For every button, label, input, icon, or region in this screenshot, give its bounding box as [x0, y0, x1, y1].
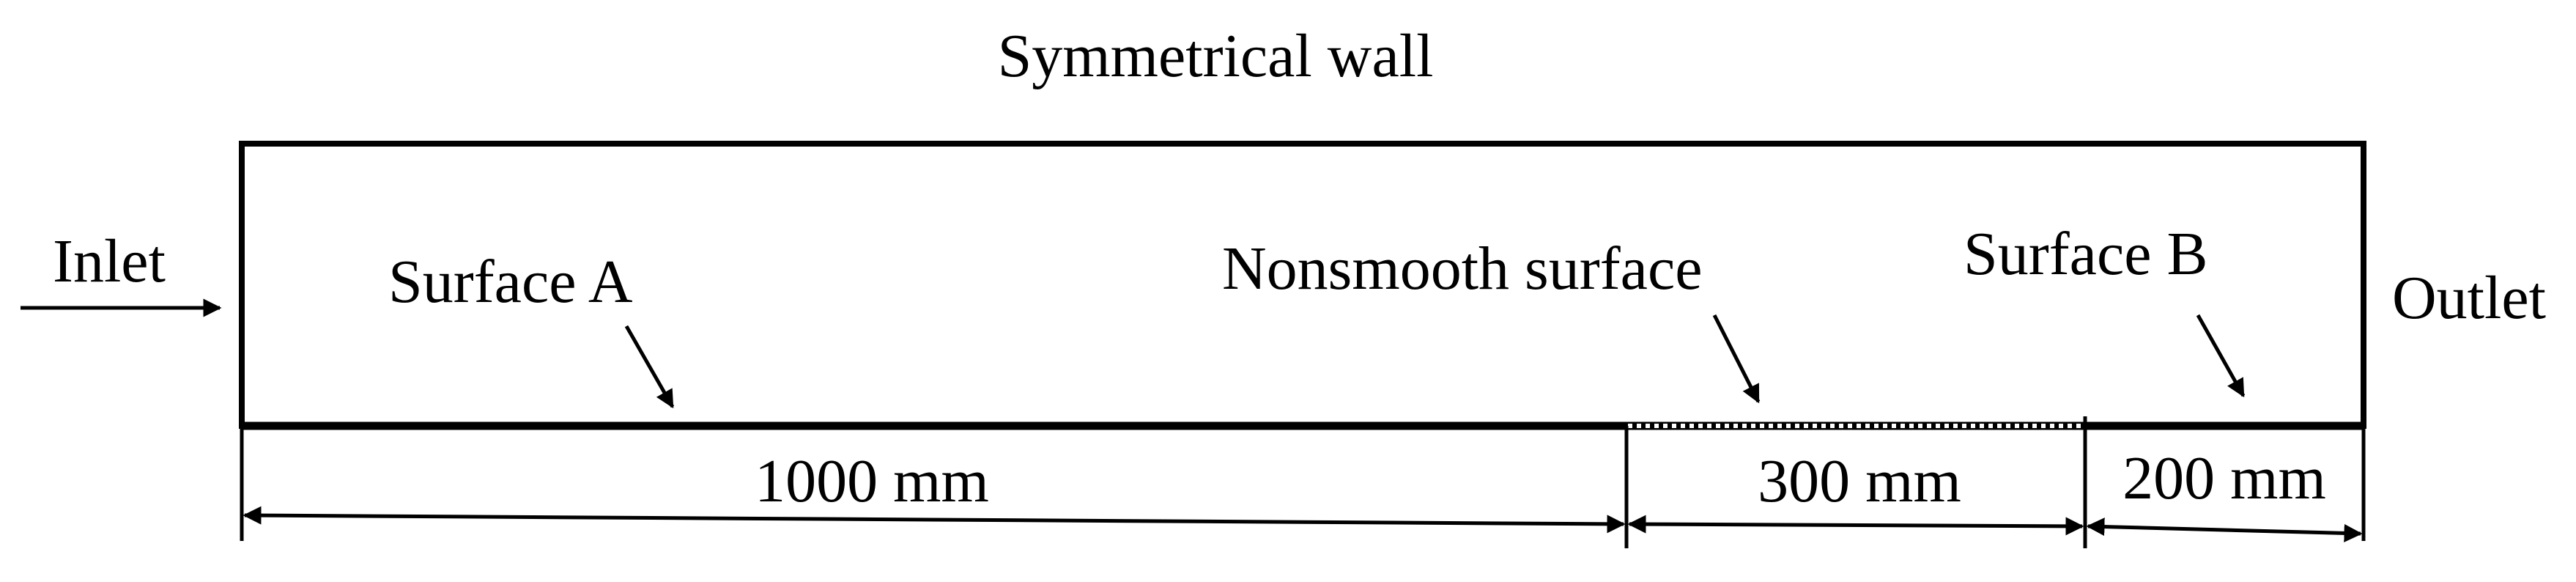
dimension-300-label: 300 mm [1758, 447, 1961, 515]
dimension-300-arrow [1627, 515, 2084, 536]
surface-b-arrow [2196, 314, 2246, 398]
surface-b-label: Surface B [1964, 220, 2208, 288]
symmetrical-wall-label: Symmetrical wall [998, 22, 1434, 90]
dimension-200-label: 200 mm [2122, 444, 2326, 512]
surface-a-arrow [624, 325, 675, 409]
inlet-label: Inlet [53, 227, 166, 295]
surface-a-label: Surface A [388, 248, 633, 316]
nonsmooth-surface-arrow [1712, 314, 1761, 404]
outlet-label: Outlet [2392, 264, 2546, 332]
dimension-200-arrow [2086, 517, 2363, 542]
dimension-1000-arrow [243, 506, 1626, 534]
nonsmooth-surface-label: Nonsmooth surface [1222, 235, 1703, 303]
dimension-1000-label: 1000 mm [755, 447, 989, 515]
